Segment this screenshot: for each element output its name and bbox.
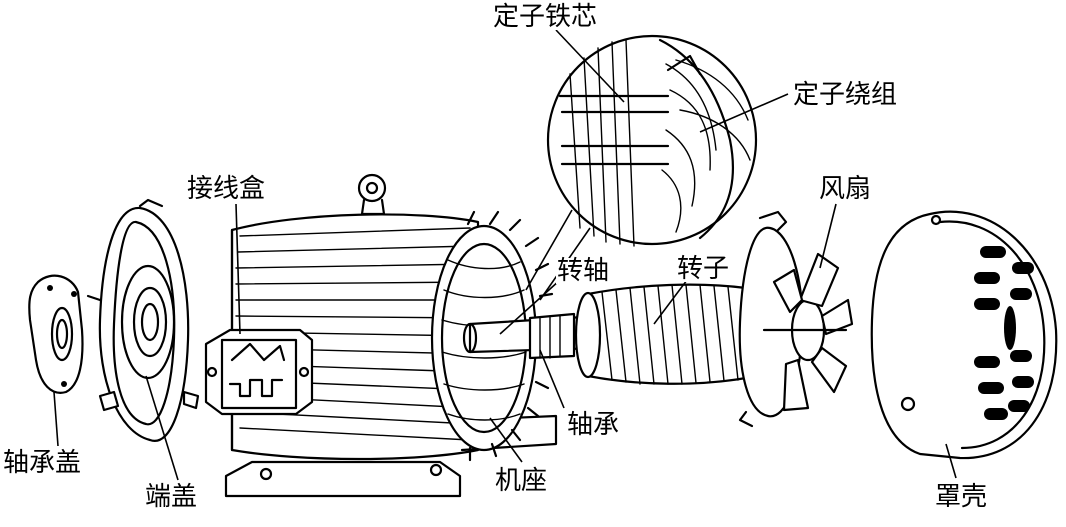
end-cover-drawing — [86, 198, 200, 442]
label-frame: 机座 — [494, 466, 549, 496]
label-stator-winding: 定子绕组 — [792, 80, 899, 110]
label-bearing-cover: 轴承盖 — [2, 448, 83, 478]
junction-box-drawing — [204, 328, 314, 416]
stator-detail-inset — [525, 34, 758, 301]
label-end-cover: 端盖 — [144, 482, 199, 512]
label-fan-cover: 罩壳 — [934, 482, 989, 512]
label-fan: 风扇 — [818, 174, 873, 204]
label-junction-box: 接线盒 — [186, 174, 267, 204]
fan-drawing — [738, 210, 854, 428]
label-bearing: 轴承 — [566, 410, 621, 440]
label-shaft: 转轴 — [556, 256, 611, 286]
shaft-drawing — [462, 312, 602, 360]
label-leaders — [53, 29, 957, 481]
bearing-cover-drawing — [28, 274, 84, 394]
label-stator-core: 定子铁芯 — [492, 2, 599, 32]
label-rotor: 转子 — [676, 254, 731, 284]
fan-cover-drawing — [870, 210, 1058, 460]
